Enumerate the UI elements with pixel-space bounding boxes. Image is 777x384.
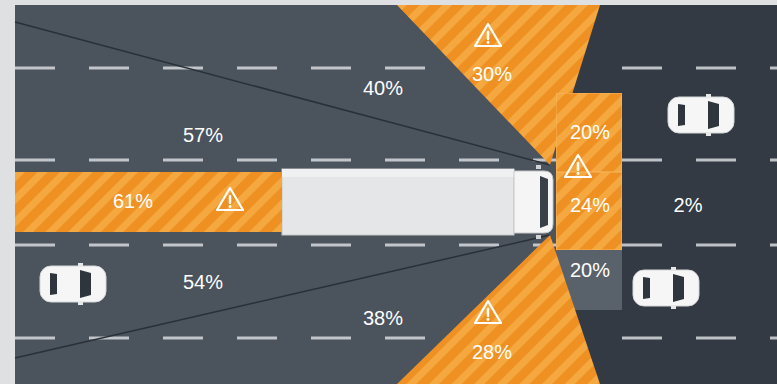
zone-fill <box>556 93 622 172</box>
zone-percentage: 20% <box>570 121 610 144</box>
zone-percentage: 20% <box>570 259 610 282</box>
warning-icon <box>217 188 243 210</box>
zone-fill <box>556 172 622 250</box>
percentage-label: 54% <box>183 271 223 294</box>
zone-percentage: 24% <box>570 194 610 217</box>
blind-spot-zone: 20% <box>556 93 622 172</box>
blind-spot-zone: 24% <box>556 172 622 250</box>
percentage-label: 57% <box>183 124 223 147</box>
percentage-label: 40% <box>363 77 403 100</box>
percentage-label: 38% <box>363 307 403 330</box>
zone-percentage: 61% <box>113 190 153 213</box>
zone-fill <box>397 235 600 384</box>
warning-icon <box>475 301 501 323</box>
percentage-label: 2% <box>674 194 703 217</box>
blind-spot-zone: 28% <box>397 235 600 384</box>
blind-spot-zone: 61% <box>15 172 282 232</box>
warning-icon <box>565 155 591 177</box>
warning-icon <box>475 24 501 46</box>
zone-percentage: 28% <box>472 341 512 364</box>
zone-fill <box>15 172 282 232</box>
zone-percentage: 30% <box>472 63 512 86</box>
